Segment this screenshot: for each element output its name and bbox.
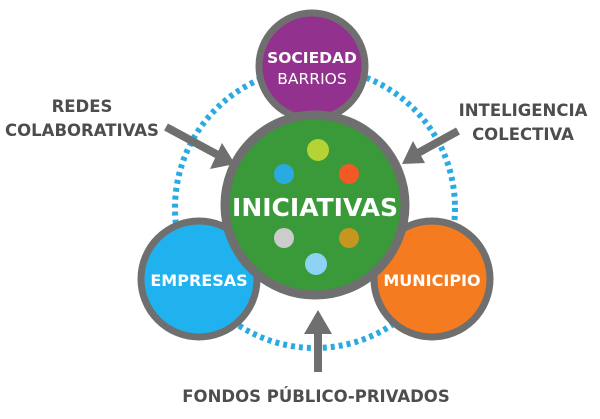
marble-red-icon: [339, 164, 359, 184]
label-inteligencia-colectiva: INTELIGENCIA COLECTIVA: [459, 101, 588, 144]
node-sociedad-barrios: SOCIEDAD BARRIOS: [255, 9, 369, 123]
node-barrios-label: BARRIOS: [277, 70, 346, 88]
marble-gold-icon: [339, 228, 359, 248]
arrow-inteligencia-icon: [402, 127, 460, 164]
marble-grey-icon: [274, 228, 294, 248]
label-redes-colaborativas: REDES COLABORATIVAS: [5, 97, 159, 140]
label-fondos-publico-privados: FONDOS PÚBLICO-PRIVADOS: [182, 387, 449, 406]
node-municipio-label: MUNICIPIO: [383, 271, 480, 290]
arrow-fondos-icon: [304, 310, 332, 372]
inteligencia-line1: INTELIGENCIA: [459, 101, 588, 120]
node-iniciativas: INICIATIVAS: [220, 110, 410, 300]
marble-blue-icon: [274, 164, 294, 184]
inteligencia-line2: COLECTIVA: [472, 125, 574, 144]
marble-lightblue-icon: [305, 253, 327, 275]
arrow-redes-icon: [164, 123, 235, 169]
node-empresas-label: EMPRESAS: [150, 271, 247, 290]
center-iniciativas-label: INICIATIVAS: [232, 193, 398, 222]
redes-line1: REDES: [52, 97, 113, 116]
node-empresas: EMPRESAS: [137, 217, 261, 341]
node-sociedad-label: SOCIEDAD: [267, 49, 357, 67]
node-municipio: MUNICIPIO: [370, 217, 494, 341]
marble-green-icon: [307, 139, 329, 161]
redes-line2: COLABORATIVAS: [5, 121, 159, 140]
